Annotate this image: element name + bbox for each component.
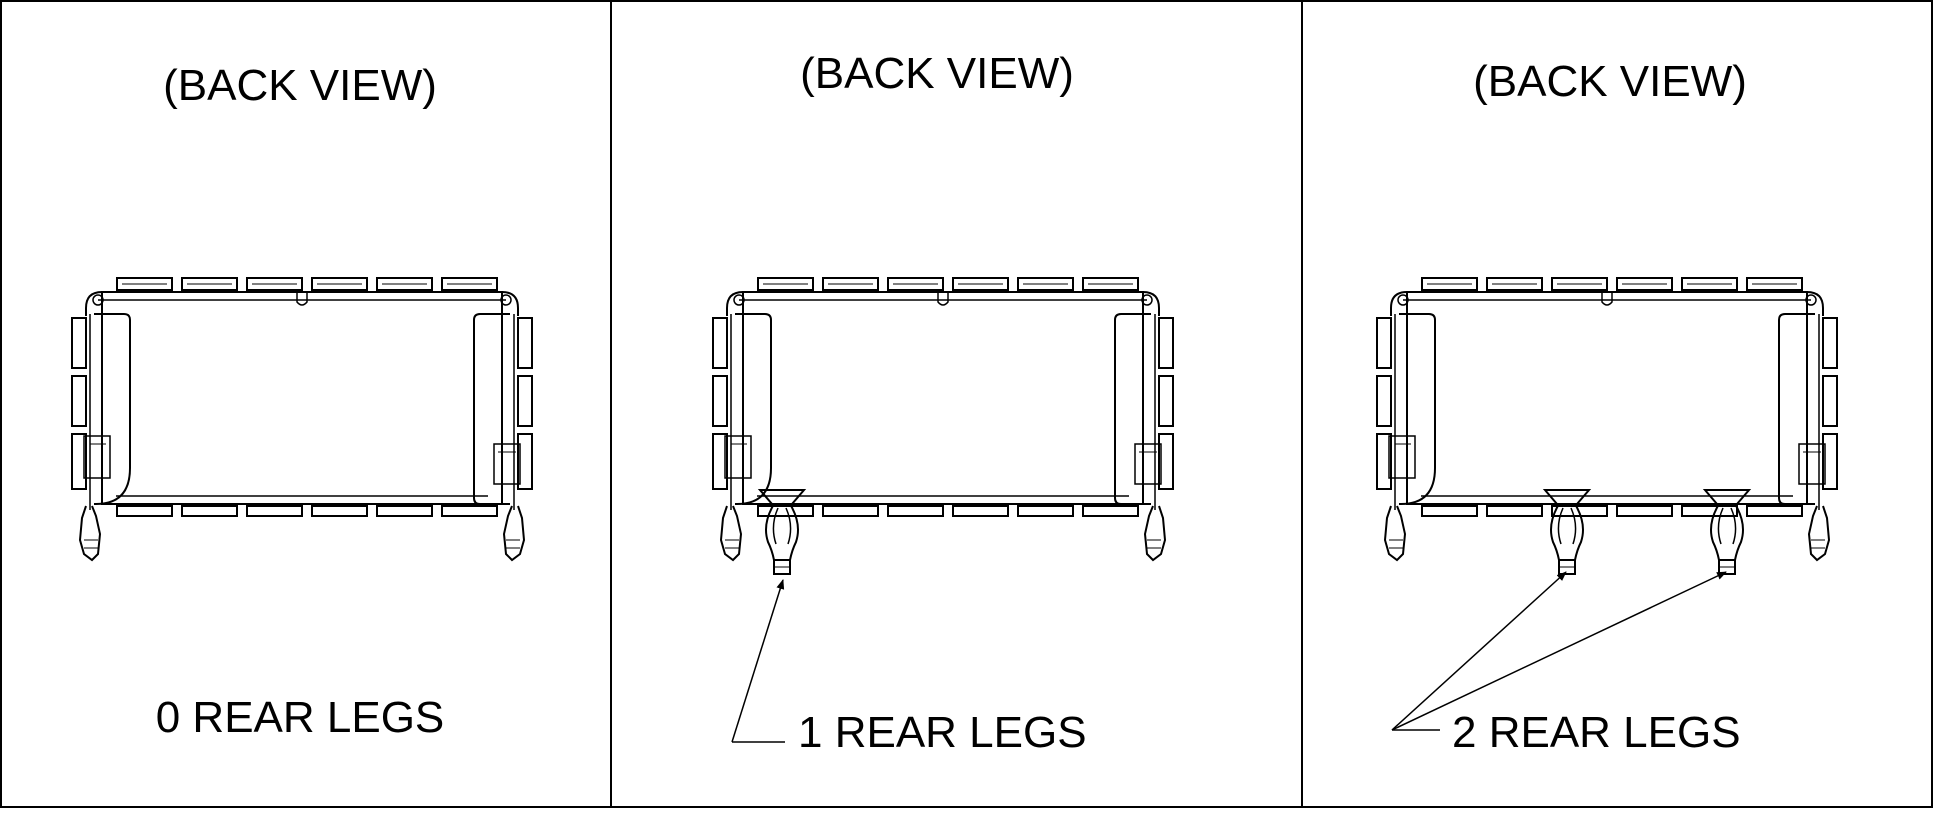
panel-2-caption: 1 REAR LEGS [798, 708, 1087, 757]
panel-1-caption: 0 REAR LEGS [156, 693, 445, 742]
panel-3-caption: 2 REAR LEGS [1452, 708, 1741, 757]
callout-arrow-3b [1391, 571, 1727, 731]
panel-1-rear-leg: (BACK VIEW) 1 REAR LEGS [712, 49, 1174, 757]
panel-1-title: (BACK VIEW) [163, 61, 437, 110]
chair-back-view-3 [1376, 277, 1838, 561]
rear-leg-3a [1544, 489, 1590, 575]
callout-arrow-2 [731, 579, 785, 743]
panel-3-title: (BACK VIEW) [1473, 57, 1747, 106]
chair-back-view-1 [71, 277, 533, 561]
panel-2-rear-legs: (BACK VIEW) 2 REAR LEGS [1376, 57, 1838, 757]
chair-back-view-2 [712, 277, 1174, 561]
rear-leg-2a [759, 489, 805, 575]
panel-2-title: (BACK VIEW) [800, 49, 1074, 98]
rear-leg-3b [1704, 489, 1750, 575]
callout-arrow-3a [1391, 571, 1567, 731]
panel-0-rear-legs: (BACK VIEW) 0 REAR LEGS [71, 61, 533, 742]
